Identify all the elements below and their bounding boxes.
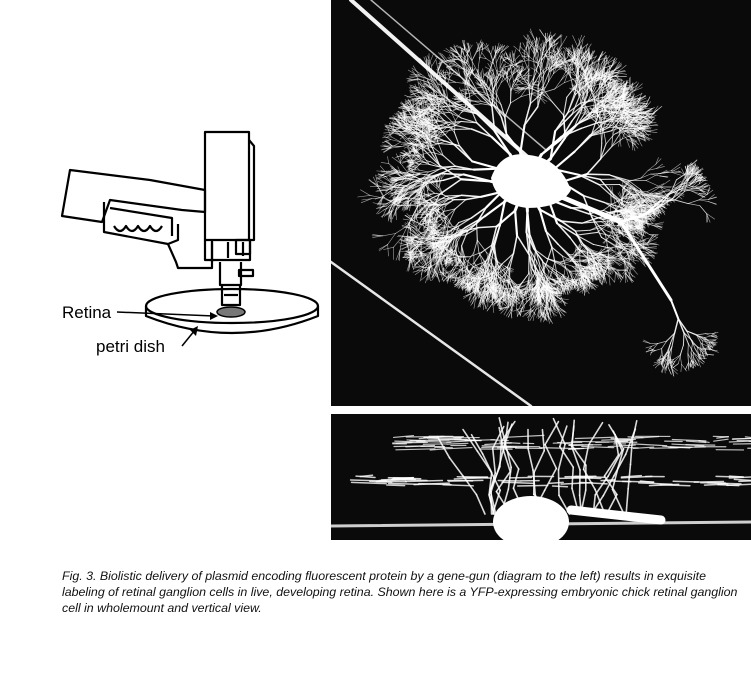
vertical-view-image [331,417,751,540]
wholemount-image [331,0,719,406]
gene-gun-diagram: Retina petri dish [0,0,330,420]
retina-tissue [216,306,246,318]
petri-dish-label: petri dish [96,337,165,356]
figure-caption: Fig. 3. Biolistic delivery of plasmid en… [62,569,738,616]
retina-label: Retina [62,303,112,322]
gene-gun-drawing [60,130,320,347]
wholemount-micrograph [331,0,751,406]
retina-pointer-line [116,311,215,317]
gun-grip [60,168,207,224]
gun-body [203,130,251,242]
vertical-view-micrograph [331,414,751,540]
